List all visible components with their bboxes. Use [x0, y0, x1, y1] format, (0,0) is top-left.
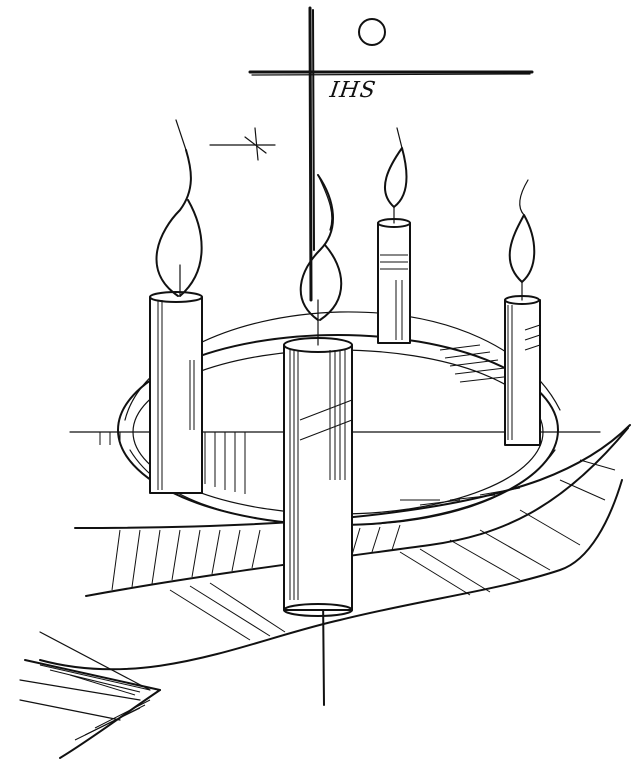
candle-front	[283, 174, 353, 617]
candle-right	[504, 179, 541, 446]
star-cross-icon	[209, 127, 276, 161]
candle-back-right	[377, 127, 411, 344]
candle-back-right-hatching	[380, 254, 408, 340]
candle-left-hatching	[157, 300, 195, 490]
open-book-base	[19, 424, 631, 759]
ihs-monogram: IHS	[328, 78, 378, 103]
candle-front-hatching	[289, 350, 353, 600]
base-hatching	[39, 459, 616, 741]
candle-left	[149, 119, 203, 494]
circle-icon	[358, 18, 386, 46]
candle-right-hatching	[507, 305, 541, 440]
